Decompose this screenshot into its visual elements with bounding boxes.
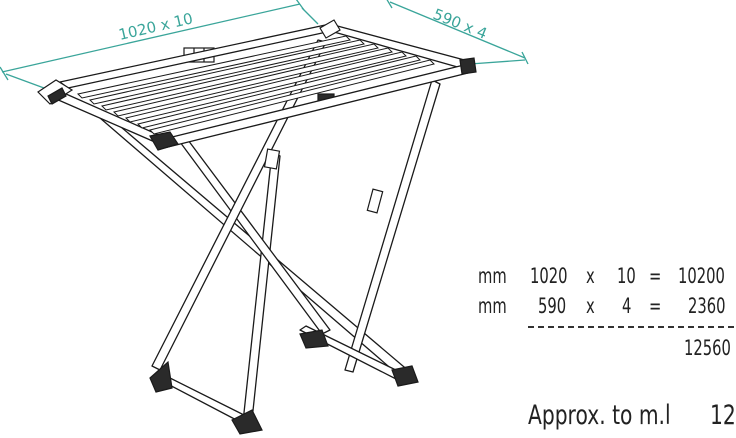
width-dimension-label: 590 x 4 [431, 5, 490, 43]
approx-value: 12 [710, 400, 736, 431]
calc-row-1-b: 10 [617, 264, 636, 288]
rack-corner-caps [37, 19, 477, 151]
calc-row-1-unit: mm [478, 264, 507, 288]
calc-row-1-eq: = [649, 264, 662, 288]
approx-label: Approx. to m.l [528, 400, 671, 431]
drying-bars [76, 35, 435, 135]
calc-row-2-b: 4 [622, 294, 632, 318]
calc-total: 12560 [684, 336, 731, 360]
rack-legs [99, 39, 441, 425]
calc-row-1-op: x [586, 264, 595, 288]
calc-row-2-op: x [586, 294, 595, 318]
calc-row-1-result: 10200 [678, 264, 725, 288]
rack-top-frame [39, 23, 473, 149]
calc-row-2-unit: mm [478, 294, 507, 318]
calc-divider [528, 326, 734, 328]
calc-row-2-eq: = [649, 294, 662, 318]
calc-row-1-a: 1020 [530, 264, 568, 288]
length-dimension-label: 1020 x 10 [117, 9, 195, 44]
calc-row-2-a: 590 [538, 294, 567, 318]
calc-row-2-result: 2360 [688, 294, 726, 318]
dimension-lines [0, 0, 529, 89]
